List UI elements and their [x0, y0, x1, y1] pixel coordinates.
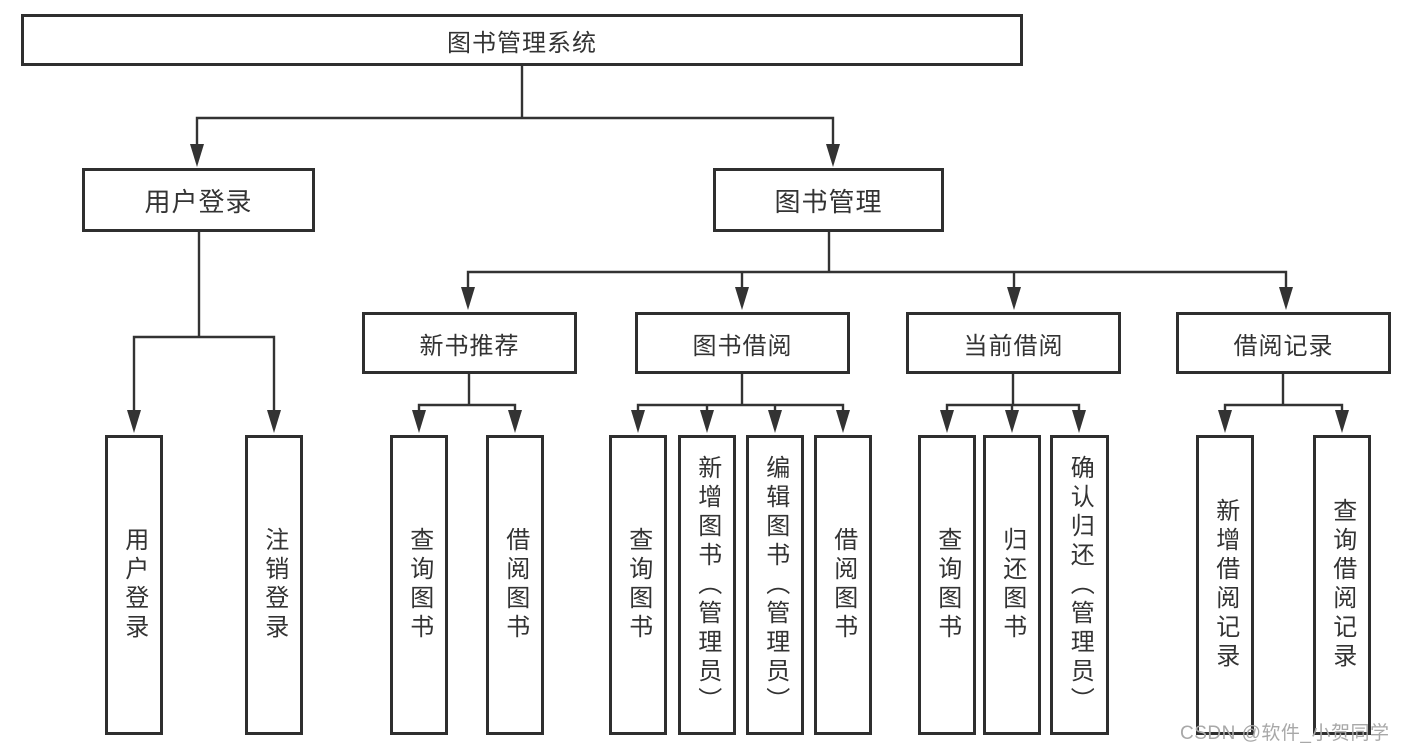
node-user-login-branch: 用户登录 [82, 168, 315, 232]
node-book-borrow: 图书借阅 [635, 312, 850, 374]
node-book-management-branch: 图书管理 [713, 168, 944, 232]
node-root-library-system: 图书管理系统 [21, 14, 1023, 66]
node-leaf-logout-login: 注销登录 [245, 435, 303, 735]
node-leaf-query-borrow-record: 查询借阅记录 [1313, 435, 1371, 735]
node-current-borrow: 当前借阅 [906, 312, 1121, 374]
node-leaf-user-login: 用户登录 [105, 435, 163, 735]
node-leaf-add-borrow-record: 新增借阅记录 [1196, 435, 1254, 735]
node-leaf-query-books-recommend: 查询图书 [390, 435, 448, 735]
node-leaf-confirm-return-admin: 确认归还（管理员） [1050, 435, 1109, 735]
node-leaf-edit-book-admin: 编辑图书（管理员） [746, 435, 804, 735]
node-new-book-recommend: 新书推荐 [362, 312, 577, 374]
node-leaf-return-books: 归还图书 [983, 435, 1041, 735]
node-leaf-borrow-books-recommend: 借阅图书 [486, 435, 544, 735]
node-leaf-query-books-current: 查询图书 [918, 435, 976, 735]
csdn-watermark: CSDN @软件_小贺同学 [1180, 723, 1390, 744]
node-leaf-query-books-borrow: 查询图书 [609, 435, 667, 735]
node-leaf-borrow-books: 借阅图书 [814, 435, 872, 735]
node-borrow-records: 借阅记录 [1176, 312, 1391, 374]
node-leaf-add-book-admin: 新增图书（管理员） [678, 435, 736, 735]
arrowhead-icons [127, 144, 1349, 433]
